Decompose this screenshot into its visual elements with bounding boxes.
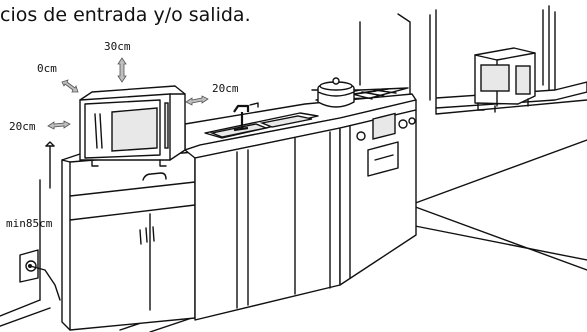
clearance-arrows (45, 57, 209, 189)
microwave-oven (79, 85, 186, 167)
left-top-arrow (61, 79, 79, 93)
label-left-clearance: 20cm (9, 120, 36, 133)
left-arrow (47, 120, 71, 130)
wall-outlet (19, 249, 61, 301)
instruction-caption: cios de entrada y/o salida. (0, 4, 251, 26)
kitchen-counter (61, 77, 417, 331)
label-floor-height: min85cm (6, 217, 53, 230)
right-arrow (185, 95, 209, 106)
top-arrow (117, 57, 127, 83)
label-top-clearance: 30cm (104, 40, 131, 53)
label-left-top-clearance: 0cm (37, 62, 57, 75)
microwave-on-sill (474, 47, 536, 113)
label-right-clearance: 20cm (212, 82, 239, 95)
